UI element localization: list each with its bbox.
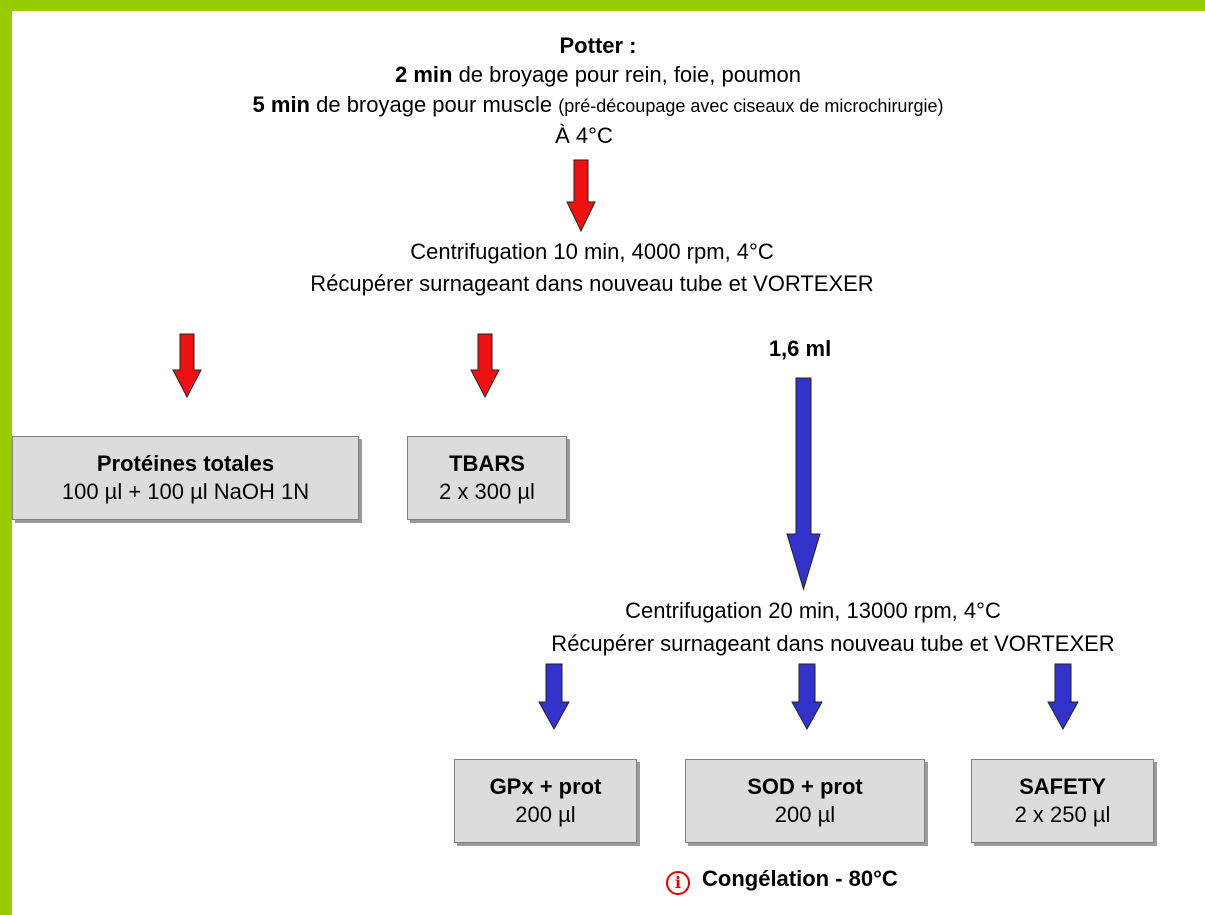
down-arrow-red bbox=[172, 333, 202, 399]
potter-line-3: 5 min de broyage pour muscle (pré-découp… bbox=[252, 92, 944, 117]
box-proteines-totales: Protéines totales 100 µl + 100 µl NaOH 1… bbox=[12, 436, 359, 520]
box-sod-prot: SOD + prot 200 µl bbox=[685, 759, 925, 843]
box-title: SAFETY bbox=[1019, 774, 1106, 799]
box-value: 200 µl bbox=[774, 802, 836, 827]
box-value: 100 µl + 100 µl NaOH 1N bbox=[61, 479, 310, 504]
down-arrow-blue bbox=[786, 377, 821, 591]
potter-title: Potter : bbox=[559, 33, 637, 58]
potter-temperature: À 4°C bbox=[555, 123, 613, 148]
box-value: 2 x 250 µl bbox=[1014, 802, 1111, 827]
info-icon: i bbox=[666, 871, 690, 895]
centrifugation-1: Centrifugation 10 min, 4000 rpm, 4°C bbox=[410, 239, 774, 264]
box-value: 200 µl bbox=[515, 802, 576, 827]
box-title: GPx + prot bbox=[489, 774, 602, 799]
box-title: TBARS bbox=[449, 451, 525, 476]
down-arrow-blue bbox=[538, 663, 570, 731]
down-arrow-blue bbox=[1047, 663, 1079, 731]
box-value: 2 x 300 µl bbox=[439, 479, 535, 504]
down-arrow-red bbox=[566, 159, 596, 233]
box-gpx-prot: GPx + prot 200 µl bbox=[454, 759, 637, 843]
down-arrow-red bbox=[470, 333, 500, 399]
box-tbars: TBARS 2 x 300 µl bbox=[407, 436, 567, 520]
centrifugation-2: Centrifugation 20 min, 13000 rpm, 4°C bbox=[625, 598, 1001, 623]
box-title: SOD + prot bbox=[747, 774, 863, 799]
down-arrow-blue bbox=[791, 663, 823, 731]
recuperer-1: Récupérer surnageant dans nouveau tube e… bbox=[310, 271, 874, 296]
box-title: Protéines totales bbox=[96, 451, 275, 476]
box-safety: SAFETY 2 x 250 µl bbox=[971, 759, 1154, 843]
potter-line-2: 2 min de broyage pour rein, foie, poumon bbox=[394, 62, 802, 87]
volume-label: 1,6 ml bbox=[768, 336, 832, 361]
recuperer-2: Récupérer surnageant dans nouveau tube e… bbox=[551, 631, 1115, 656]
